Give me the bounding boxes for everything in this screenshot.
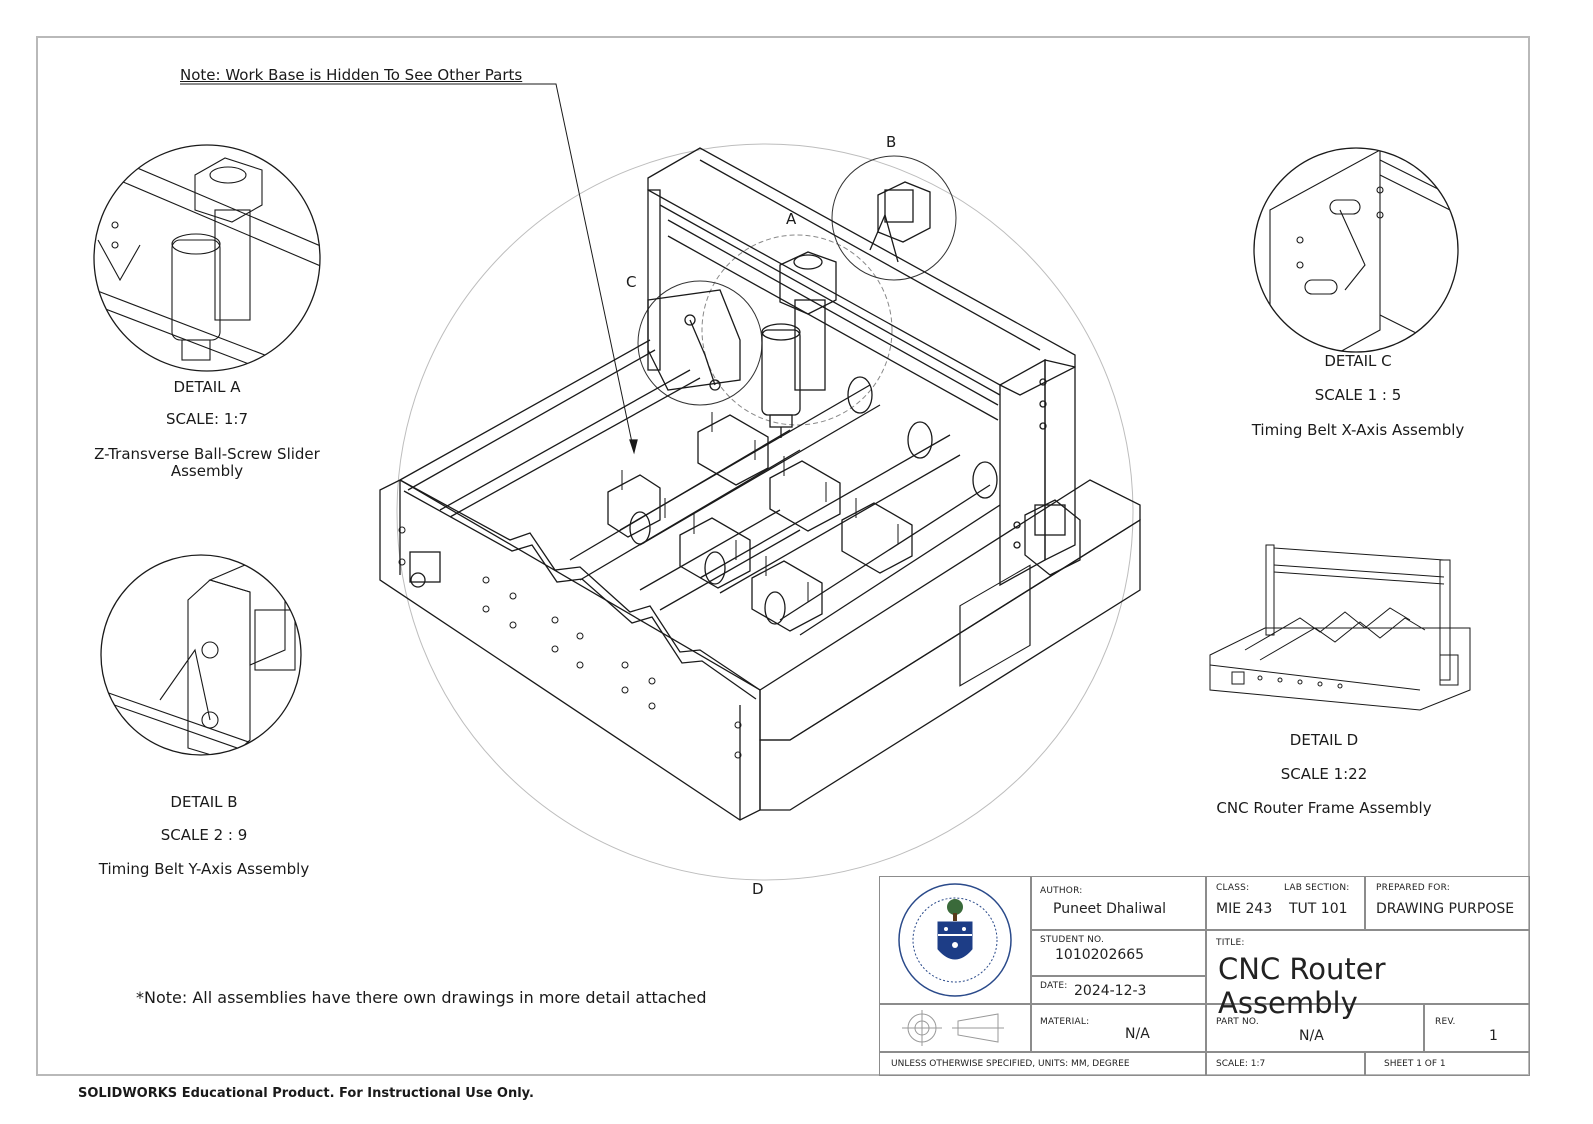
rev-label: REV. (1435, 1017, 1456, 1027)
detail-a-title: DETAIL A (173, 378, 241, 396)
student-no-label: STUDENT NO. (1040, 935, 1105, 945)
title-label: TITLE: (1216, 938, 1245, 948)
note-leader (180, 83, 635, 453)
part-no-cell (1206, 1004, 1424, 1052)
date-value: 2024-12-3 (1074, 983, 1147, 999)
prepared-for-value: DRAWING PURPOSE (1376, 901, 1515, 917)
class-label: CLASS: (1216, 883, 1250, 893)
part-no-value: N/A (1299, 1028, 1324, 1044)
sheet-cell (1365, 1052, 1530, 1076)
drawing-border (36, 36, 1530, 1076)
part-no-label: PART NO. (1216, 1017, 1259, 1027)
detail-a-circle (701, 234, 893, 426)
title-block: AUTHOR: Puneet Dhaliwal STUDENT NO. 1010… (879, 876, 1530, 1076)
projection-cell (879, 1004, 1031, 1052)
detail-b-scale: SCALE 2 : 9 (160, 826, 248, 844)
detail-b-letter: B (886, 133, 897, 151)
footnote: *Note: All assemblies have there own dra… (136, 988, 707, 1007)
lab-section-value: TUT 101 (1289, 901, 1348, 917)
detail-a-view (93, 144, 321, 372)
student-no-cell (1031, 930, 1206, 976)
detail-a-letter: A (786, 210, 797, 228)
detail-c-letter: C (626, 273, 637, 291)
detail-d-circle (396, 143, 1134, 881)
class-value: MIE 243 (1216, 901, 1273, 917)
third-angle-projection-icon (902, 1010, 1004, 1046)
detail-d-view (1209, 544, 1471, 711)
detail-d-desc: CNC Router Frame Assembly (1216, 799, 1432, 817)
sheet-value: SHEET 1 OF 1 (1384, 1059, 1446, 1069)
material-label: MATERIAL: (1040, 1017, 1090, 1027)
cnc-assembly (379, 147, 1141, 821)
bearing-rings (629, 376, 998, 625)
university-seal-icon (898, 883, 1012, 997)
author-label: AUTHOR: (1040, 886, 1083, 896)
detail-d-letter: D (752, 880, 764, 898)
detail-a-scale: SCALE: 1:7 (165, 410, 249, 428)
date-label: DATE: (1040, 981, 1068, 991)
material-cell (1031, 1004, 1206, 1052)
lab-section-label: LAB SECTION: (1284, 883, 1350, 893)
top-note: Note: Work Base is Hidden To See Other P… (180, 66, 523, 84)
material-value: N/A (1125, 1026, 1150, 1042)
shafts (569, 384, 1001, 636)
rev-value: 1 (1489, 1028, 1498, 1044)
prepared-cell (1365, 876, 1530, 930)
detail-c-title: DETAIL C (1324, 352, 1392, 370)
student-no-value: 1010202665 (1055, 947, 1145, 963)
author-value: Puneet Dhaliwal (1053, 901, 1167, 917)
author-cell (1031, 876, 1206, 930)
units-cell (879, 1052, 1206, 1076)
class-cell (1206, 876, 1365, 930)
units-note: UNLESS OTHERWISE SPECIFIED, UNITS: MM, D… (891, 1059, 1130, 1069)
detail-b-title: DETAIL B (170, 793, 238, 811)
drawing-title: CNC Router Assembly (1218, 952, 1386, 1020)
detail-c-scale: SCALE 1 : 5 (1314, 386, 1402, 404)
detail-b-circle (831, 155, 957, 281)
edu-notice: SOLIDWORKS Educational Product. For Inst… (78, 1086, 534, 1101)
title-cell (1206, 930, 1530, 1004)
scale-cell (1206, 1052, 1365, 1076)
scale-value: SCALE: 1:7 (1216, 1059, 1266, 1069)
detail-c-desc: Timing Belt X-Axis Assembly (1251, 421, 1465, 439)
prepared-for-label: PREPARED FOR: (1376, 883, 1450, 893)
rev-cell (1424, 1004, 1530, 1052)
date-cell (1031, 976, 1206, 1004)
university-seal-cell (879, 876, 1031, 1004)
detail-d-scale: SCALE 1:22 (1280, 765, 1368, 783)
detail-b-view (100, 554, 302, 756)
detail-d-title: DETAIL D (1289, 731, 1359, 749)
detail-a-desc: Z-Transverse Ball-Screw Slider Assembly (94, 445, 320, 480)
bearing-blocks (607, 414, 913, 632)
detail-b-desc: Timing Belt Y-Axis Assembly (98, 860, 310, 878)
